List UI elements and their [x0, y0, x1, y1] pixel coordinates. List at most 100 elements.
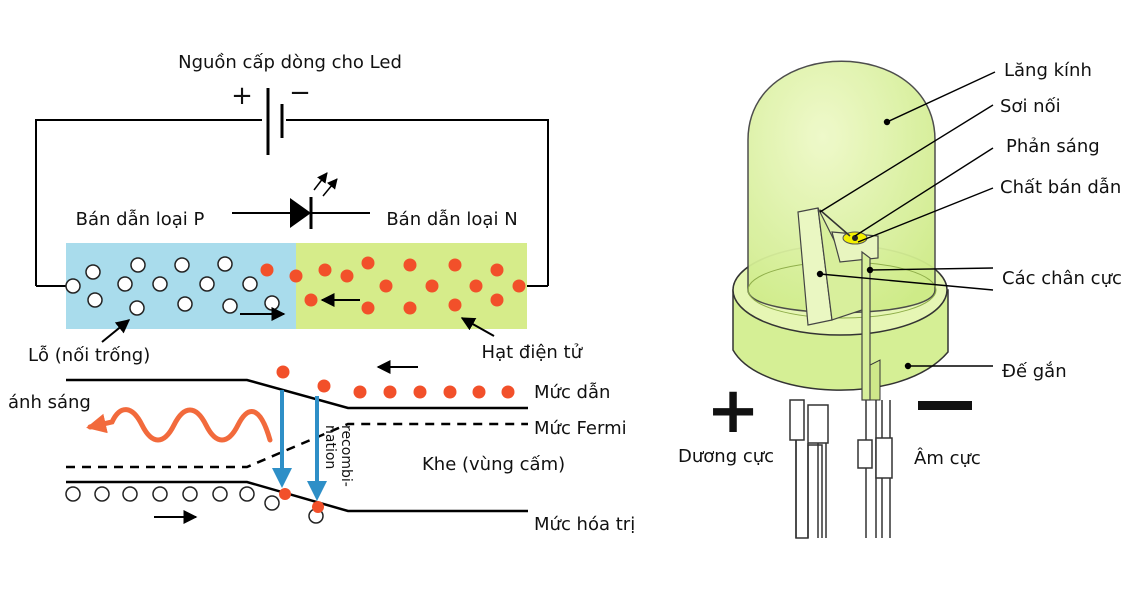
hole — [177, 296, 193, 312]
valence-band-line — [66, 480, 528, 513]
callout-lines — [816, 71, 996, 370]
hole — [117, 276, 133, 292]
hole — [182, 486, 198, 502]
hole — [152, 276, 168, 292]
anode-label: Dương cực — [678, 446, 774, 467]
electron — [318, 263, 332, 277]
cathode-minus-sign — [918, 401, 972, 410]
hole — [87, 292, 103, 308]
electron — [403, 301, 417, 315]
cathode-lead-kink — [875, 437, 893, 479]
anode-lead-kink — [807, 404, 829, 444]
source-label: Nguồn cấp dòng cho Led — [178, 52, 402, 73]
anode-plus-sign: + — [706, 374, 760, 448]
electron — [317, 379, 331, 393]
electron — [260, 263, 274, 277]
reflector-label: Phản sáng — [1006, 136, 1100, 157]
hole — [65, 486, 81, 502]
hole — [222, 298, 238, 314]
hole — [239, 486, 255, 502]
electron — [276, 365, 290, 379]
wire-right — [286, 119, 549, 286]
hole — [217, 256, 233, 272]
lens-label: Lăng kính — [1004, 60, 1092, 81]
plus-terminal: + — [231, 81, 253, 111]
conduction-label: Mức dẫn — [534, 382, 610, 403]
hole — [152, 486, 168, 502]
valence-holes — [65, 486, 324, 524]
electron — [304, 293, 318, 307]
recombining-electron — [312, 501, 324, 513]
electron — [383, 385, 397, 399]
electron — [501, 385, 515, 399]
holes-group — [65, 256, 280, 316]
hole — [199, 276, 215, 292]
recombining-electron — [279, 488, 291, 500]
energy-band-section: Mức dẫn Mức Fermi Khe (vùng cấm) Mức hóa… — [8, 360, 635, 535]
electron — [361, 301, 375, 315]
cathode-lead-notch — [857, 439, 873, 469]
anode-lead-upper — [789, 399, 805, 441]
base-label: Đế gắn — [1002, 361, 1067, 382]
led-leads — [789, 399, 893, 539]
cathode-post — [861, 250, 871, 401]
leads-label: Các chân cực — [1002, 268, 1122, 289]
electrons-group — [260, 256, 526, 315]
electron-pointer — [460, 317, 495, 337]
recombination-label-1: recombi- — [338, 425, 354, 487]
hole — [212, 486, 228, 502]
hole — [130, 257, 146, 273]
recombination-label-2: nation — [322, 425, 338, 469]
die-center — [852, 235, 858, 241]
electron — [490, 263, 504, 277]
n-region — [296, 243, 527, 329]
conduction-electrons — [276, 365, 515, 399]
hole-label: Lỗ (nối trống) — [28, 345, 150, 366]
electron — [448, 298, 462, 312]
electron — [469, 279, 483, 293]
gap-label: Khe (vùng cấm) — [422, 454, 565, 475]
led-physical: Lăng kính Sơi nối Phản sáng Chất bán dẫn… — [678, 60, 1122, 539]
hole — [264, 295, 280, 311]
hole-pointer — [101, 319, 131, 343]
electron — [403, 258, 417, 272]
electron — [448, 258, 462, 272]
electron — [512, 279, 526, 293]
electron — [361, 256, 375, 270]
light-wave — [86, 407, 273, 443]
bond-wire — [819, 209, 851, 237]
hole — [174, 257, 190, 273]
electron — [425, 279, 439, 293]
n-type-label: Bán dẫn loại N — [386, 209, 517, 230]
diode-symbol — [232, 172, 370, 229]
fermi-label: Mức Fermi — [534, 418, 627, 439]
circuit-section: Nguồn cấp dòng cho Led + − Bán dẫn loại … — [28, 52, 584, 366]
hole — [122, 486, 138, 502]
electron — [472, 385, 486, 399]
hole — [65, 278, 81, 294]
electron — [289, 269, 303, 283]
electron — [443, 385, 457, 399]
electron — [413, 385, 427, 399]
p-type-label: Bán dẫn loại P — [76, 209, 205, 230]
light-label: ánh sáng — [8, 392, 91, 413]
electron — [353, 385, 367, 399]
electron — [340, 269, 354, 283]
hole — [129, 300, 145, 316]
hole — [242, 276, 258, 292]
hole — [85, 264, 101, 280]
electron-label: Hạt điện tử — [482, 342, 584, 363]
led-flat-edge — [869, 359, 881, 401]
hole — [264, 495, 280, 511]
conduction-band-line — [66, 378, 528, 410]
hole — [94, 486, 110, 502]
p-region — [66, 243, 296, 329]
wire-left — [35, 119, 262, 286]
wire-label: Sơi nối — [1000, 96, 1061, 117]
semiconductor-label: Chất bán dẫn — [1000, 177, 1121, 198]
minus-terminal: − — [289, 78, 311, 108]
cathode-label: Âm cực — [914, 447, 981, 469]
valence-label: Mức hóa trị — [534, 514, 635, 535]
electron — [379, 279, 393, 293]
